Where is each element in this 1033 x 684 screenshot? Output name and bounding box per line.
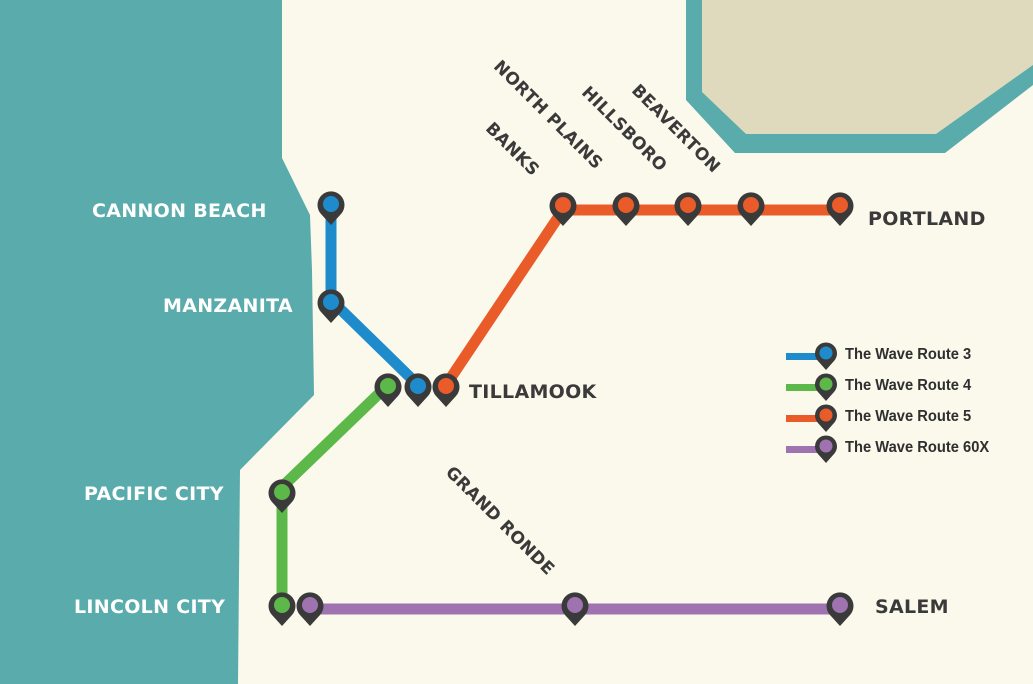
city-label-portland: PORTLAND [868, 208, 986, 230]
map-pin-icon [815, 435, 837, 463]
route-3-line[interactable] [325, 200, 422, 389]
pin-tillamook-route-4[interactable] [374, 373, 402, 407]
city-label-tillamook: TILLAMOOK [469, 381, 597, 403]
legend-swatch [786, 446, 822, 453]
pin-dot [743, 197, 759, 213]
pin-pacific-city[interactable] [268, 479, 296, 513]
pin-dot [410, 378, 426, 394]
city-label-lincoln-city: LINCOLN CITY [74, 596, 226, 618]
city-label-pacific-city: PACIFIC CITY [84, 483, 224, 505]
map-pin-icon [815, 373, 837, 401]
pin-dot [380, 378, 396, 394]
city-label-manzanita: MANZANITA [163, 295, 293, 317]
pin-dot [323, 196, 339, 212]
pin-tillamook-route-3[interactable] [404, 373, 432, 407]
pin-grand-ronde[interactable] [561, 592, 589, 626]
route-4-line[interactable] [276, 381, 392, 604]
pin-beaverton[interactable] [737, 192, 765, 226]
pin-tillamook-route-5[interactable] [432, 373, 460, 407]
legend-swatch [786, 384, 822, 391]
pin-dot [302, 597, 318, 613]
pin-dot [274, 484, 290, 500]
pin-dot [274, 597, 290, 613]
pin-salem[interactable] [826, 592, 854, 626]
urban-area [702, 0, 1033, 134]
pin-cannon-beach[interactable] [317, 191, 345, 225]
legend-swatch [786, 353, 822, 360]
ocean [0, 0, 314, 684]
legend-label: The Wave Route 60X [845, 439, 990, 456]
pin-banks[interactable] [549, 192, 577, 226]
pin-dot [438, 378, 454, 394]
pin-lincoln-city-route-4[interactable] [268, 592, 296, 626]
stop-pins [268, 191, 854, 626]
pin-dot [567, 597, 583, 613]
legend-label: The Wave Route 4 [845, 377, 972, 394]
pin-dot [323, 294, 339, 310]
pin-north-plains[interactable] [612, 192, 640, 226]
legend-label: The Wave Route 3 [845, 346, 972, 363]
pin-dot [832, 597, 848, 613]
legend-label: The Wave Route 5 [845, 408, 972, 425]
pin-dot [618, 197, 634, 213]
pin-lincoln-city-route-60x[interactable] [296, 592, 324, 626]
map-pin-icon [815, 404, 837, 432]
pin-manzanita[interactable] [317, 289, 345, 323]
route-5-line[interactable] [441, 204, 838, 389]
route-lines [276, 200, 838, 615]
pin-dot [555, 197, 571, 213]
legend-swatch [786, 415, 822, 422]
pin-dot [680, 197, 696, 213]
map-pin-icon [815, 342, 837, 370]
pin-dot [832, 197, 848, 213]
city-label-salem: SALEM [875, 596, 949, 618]
pin-portland[interactable] [826, 192, 854, 226]
city-label-cannon-beach: CANNON BEACH [92, 200, 267, 222]
pin-hillsboro[interactable] [674, 192, 702, 226]
